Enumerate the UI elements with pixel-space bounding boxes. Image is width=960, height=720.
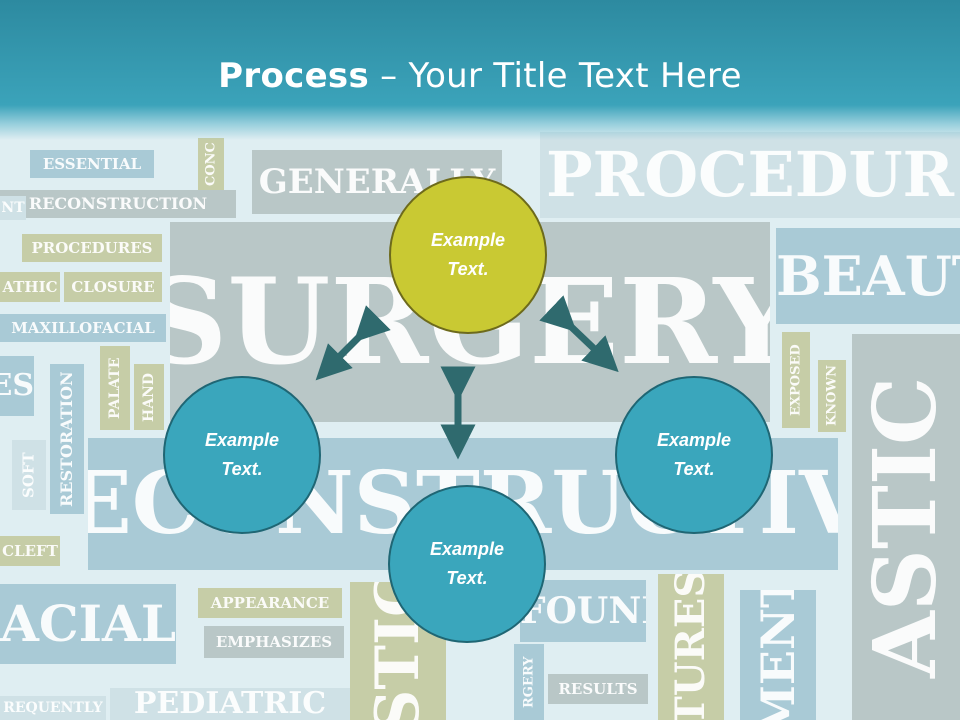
node-bottom-text: Example Text. bbox=[429, 539, 505, 588]
arrow-top-right bbox=[539, 295, 619, 373]
bg-word: RESULTS bbox=[548, 674, 648, 704]
bg-word: ES bbox=[0, 356, 34, 416]
bg-word: PROCEDUR bbox=[540, 132, 960, 218]
bg-word: REQUENTLY bbox=[0, 696, 106, 720]
title-bold: Process bbox=[218, 56, 370, 96]
bg-word: NT bbox=[0, 196, 26, 220]
bg-word: CLEFT bbox=[0, 536, 60, 566]
bg-word: CLOSURE bbox=[64, 272, 162, 302]
process-node-right[interactable]: Example Text. bbox=[615, 376, 773, 534]
arrow-top-left bbox=[315, 305, 391, 381]
slide-title: Process – Your Title Text Here bbox=[218, 56, 742, 140]
bg-word: APPEARANCE bbox=[198, 588, 342, 618]
node-top-text: Example Text. bbox=[430, 230, 506, 279]
process-node-left[interactable]: Example Text. bbox=[163, 376, 321, 534]
title-banner: Process – Your Title Text Here bbox=[0, 0, 960, 140]
bg-word: PEDIATRIC bbox=[110, 688, 350, 720]
bg-word: RECONSTRUCTION bbox=[0, 190, 236, 218]
bg-word: ACIAL bbox=[0, 584, 176, 664]
title-rest: – Your Title Text Here bbox=[369, 56, 742, 96]
process-node-top[interactable]: Example Text. bbox=[389, 176, 547, 334]
node-right-text: Example Text. bbox=[656, 430, 732, 479]
bg-word: BEAUT bbox=[776, 228, 960, 324]
bg-word: PROCEDURES bbox=[22, 234, 162, 262]
bg-word: MAXILLOFACIAL bbox=[0, 314, 166, 342]
process-node-bottom[interactable]: Example Text. bbox=[388, 485, 546, 643]
bg-word: ATHIC bbox=[0, 272, 60, 302]
bg-word: EMPHASIZES bbox=[204, 626, 344, 658]
node-left-text: Example Text. bbox=[204, 430, 280, 479]
bg-word: ESSENTIAL bbox=[30, 150, 154, 178]
